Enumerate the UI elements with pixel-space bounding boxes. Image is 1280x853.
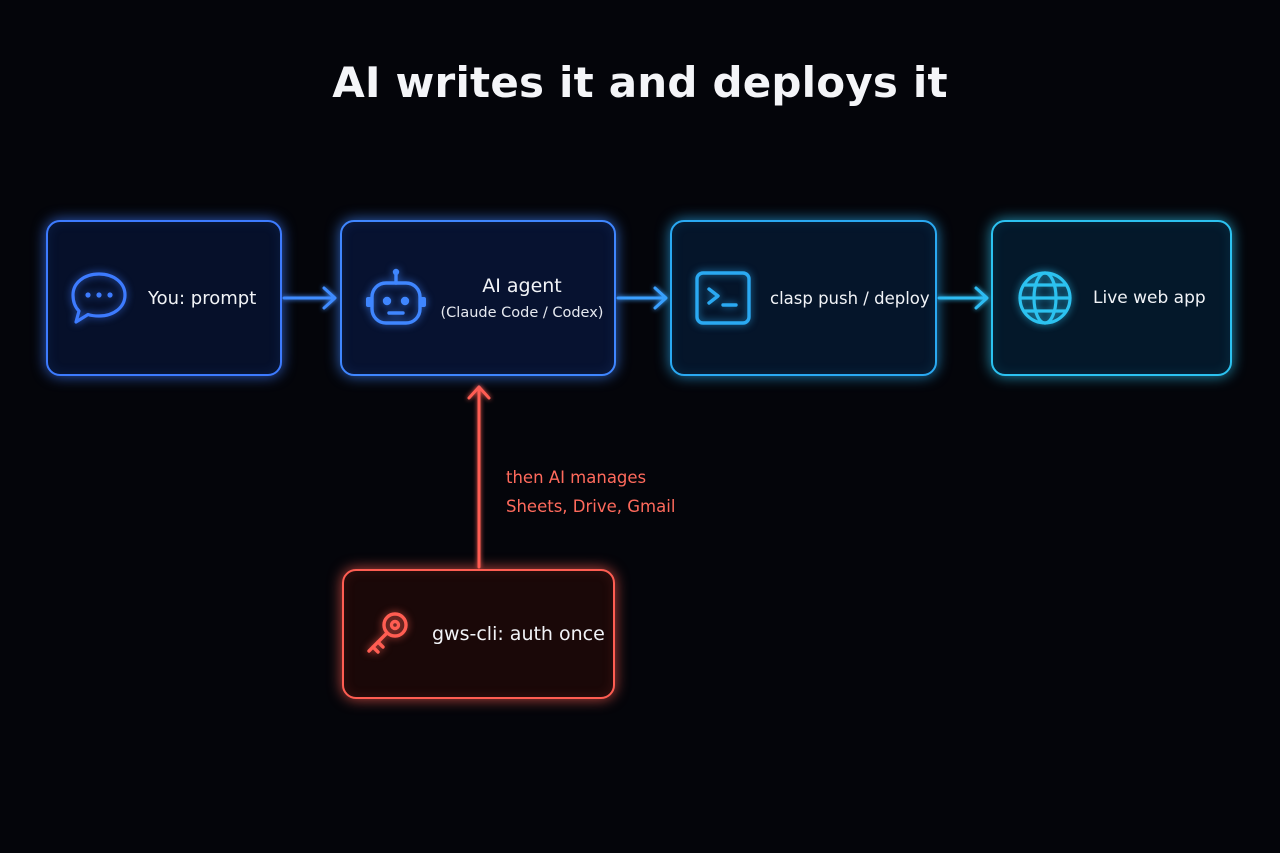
node-clasp-label: clasp push / deploy [770,288,930,308]
globe-icon [1017,270,1073,326]
arrow-gws-to-agent [467,385,491,569]
annotation-ai-manages: then AI manages Sheets, Drive, Gmail [506,463,675,521]
annotation-line-1: then AI manages [506,468,647,487]
node-agent-label: AI agent [482,275,562,297]
node-clasp: clasp push / deploy [670,220,937,376]
robot-icon [364,267,428,329]
node-agent: AI agent (Claude Code / Codex) [340,220,616,376]
node-gws: gws-cli: auth once [342,569,615,699]
node-gws-label: gws-cli: auth once [432,623,605,645]
node-agent-text: AI agent (Claude Code / Codex) [438,275,606,321]
arrow-agent-to-clasp [616,286,668,310]
arrow-clasp-to-live [937,286,989,310]
node-prompt: You: prompt [46,220,282,376]
node-live-label: Live web app [1093,288,1206,308]
node-live: Live web app [991,220,1232,376]
node-agent-sublabel: (Claude Code / Codex) [440,305,604,321]
key-icon [364,611,410,657]
arrow-prompt-to-agent [282,286,337,310]
chat-bubble-icon [70,270,128,326]
terminal-icon [694,270,752,326]
diagram-title: AI writes it and deploys it [332,58,948,107]
annotation-line-2: Sheets, Drive, Gmail [506,497,676,516]
node-prompt-label: You: prompt [148,287,257,309]
